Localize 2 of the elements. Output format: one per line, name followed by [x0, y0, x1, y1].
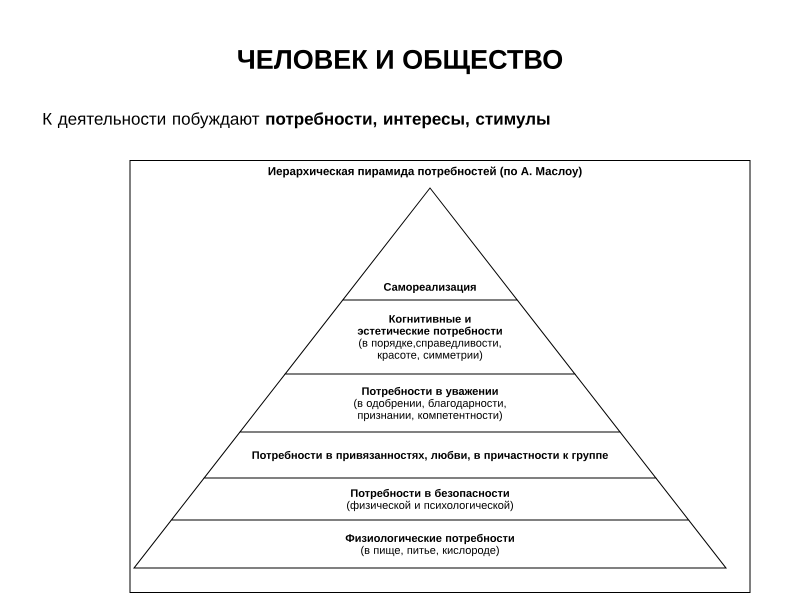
subtitle-text: К деятельности побуждают потребности, интересы, стимулы [44, 112, 550, 128]
slide-title: ЧЕЛОВЕК И ОБЩЕСТВО [238, 50, 562, 74]
